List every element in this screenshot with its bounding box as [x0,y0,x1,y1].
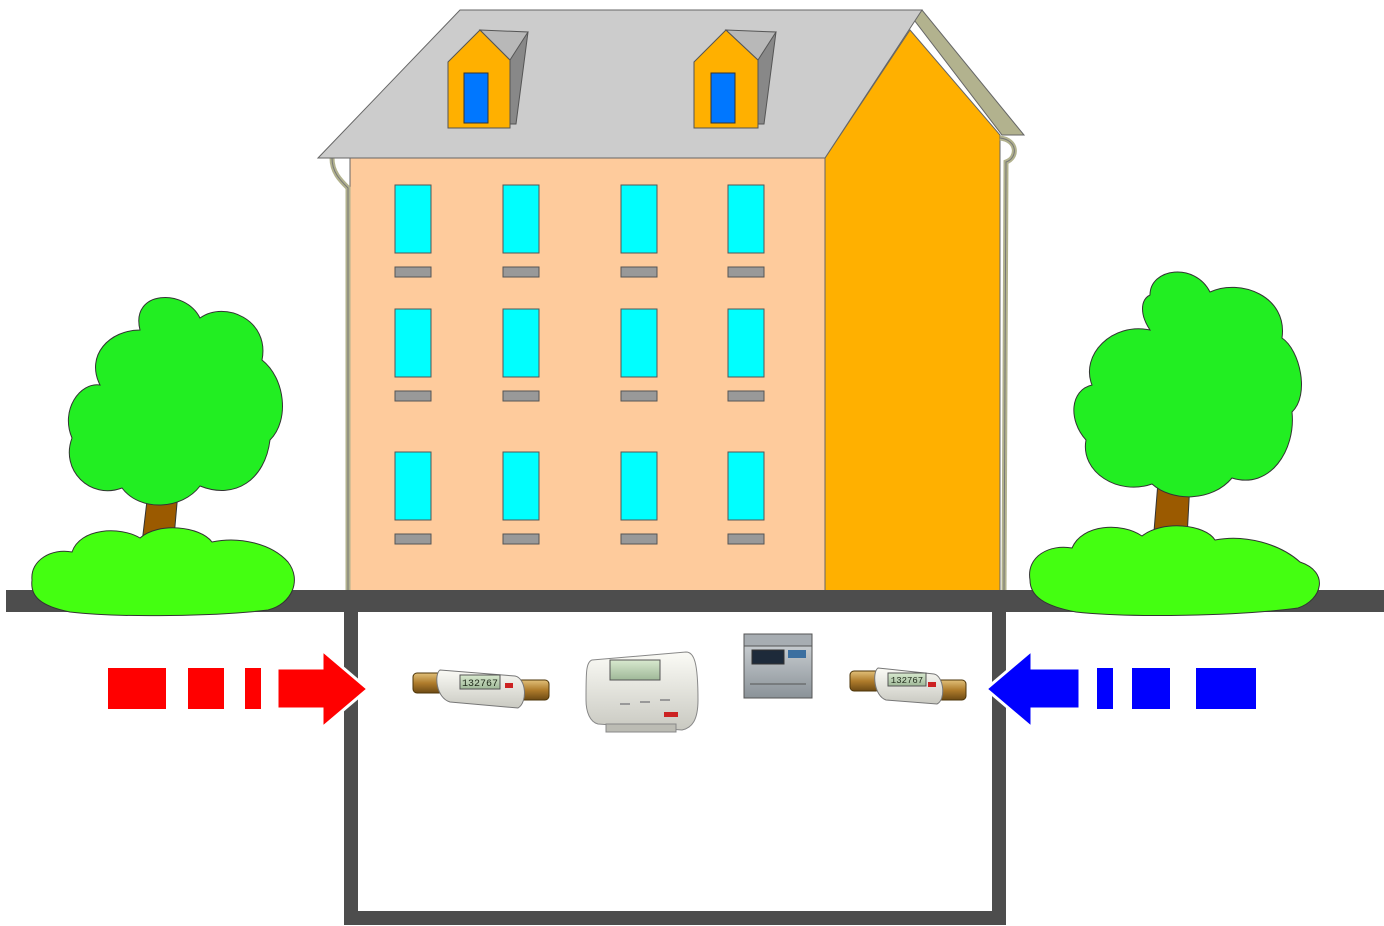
window-sill [621,534,657,544]
window-sill [395,267,431,277]
bush [32,528,295,616]
dormer-window [711,73,735,123]
gutter-pipe-right [1000,138,1014,592]
window [728,452,764,520]
supply-flow-arrow [108,650,368,728]
window-sill [728,534,764,544]
gutter-pipe-left [332,158,348,592]
window-sill [503,391,539,401]
window-sill [621,267,657,277]
ultrasonic-flow-meter-icon: 132767 [850,668,966,704]
window [621,309,657,377]
tree-icon [1074,272,1302,556]
arrow-left-blue [986,650,1256,728]
window [621,185,657,253]
window [503,185,539,253]
window [503,309,539,377]
tree-icon [68,297,282,560]
window-sill [728,391,764,401]
bush [1030,526,1320,616]
tree-canopy [1074,272,1302,497]
meter-display: 132767 [891,676,923,686]
tree-right [1030,272,1320,615]
window-sill [503,267,539,277]
window [728,185,764,253]
electric-meter [744,634,812,698]
window-sill [395,391,431,401]
din-rail-meter-icon [744,634,812,698]
roof [318,10,922,158]
window [395,185,431,253]
window [395,452,431,520]
window-sill [728,267,764,277]
window-sill [621,391,657,401]
building [318,10,1024,592]
window [395,309,431,377]
window [728,309,764,377]
meter-display: 132767 [462,679,498,690]
window-sill [395,534,431,544]
window [503,452,539,520]
supply-flow-meter: 132767 [413,670,549,708]
return-flow-arrow [986,650,1256,728]
ultrasonic-flow-meter-icon: 132767 [413,670,549,708]
window-sill [503,534,539,544]
heat-calculator-icon [586,652,698,732]
arrow-right-red [108,650,368,728]
return-flow-meter: 132767 [850,668,966,704]
heat-calculator [586,652,698,732]
tree-canopy [68,297,282,505]
dormer-window [464,73,488,123]
window [621,452,657,520]
ground-and-basement [6,590,1384,918]
tree-left [32,297,295,615]
